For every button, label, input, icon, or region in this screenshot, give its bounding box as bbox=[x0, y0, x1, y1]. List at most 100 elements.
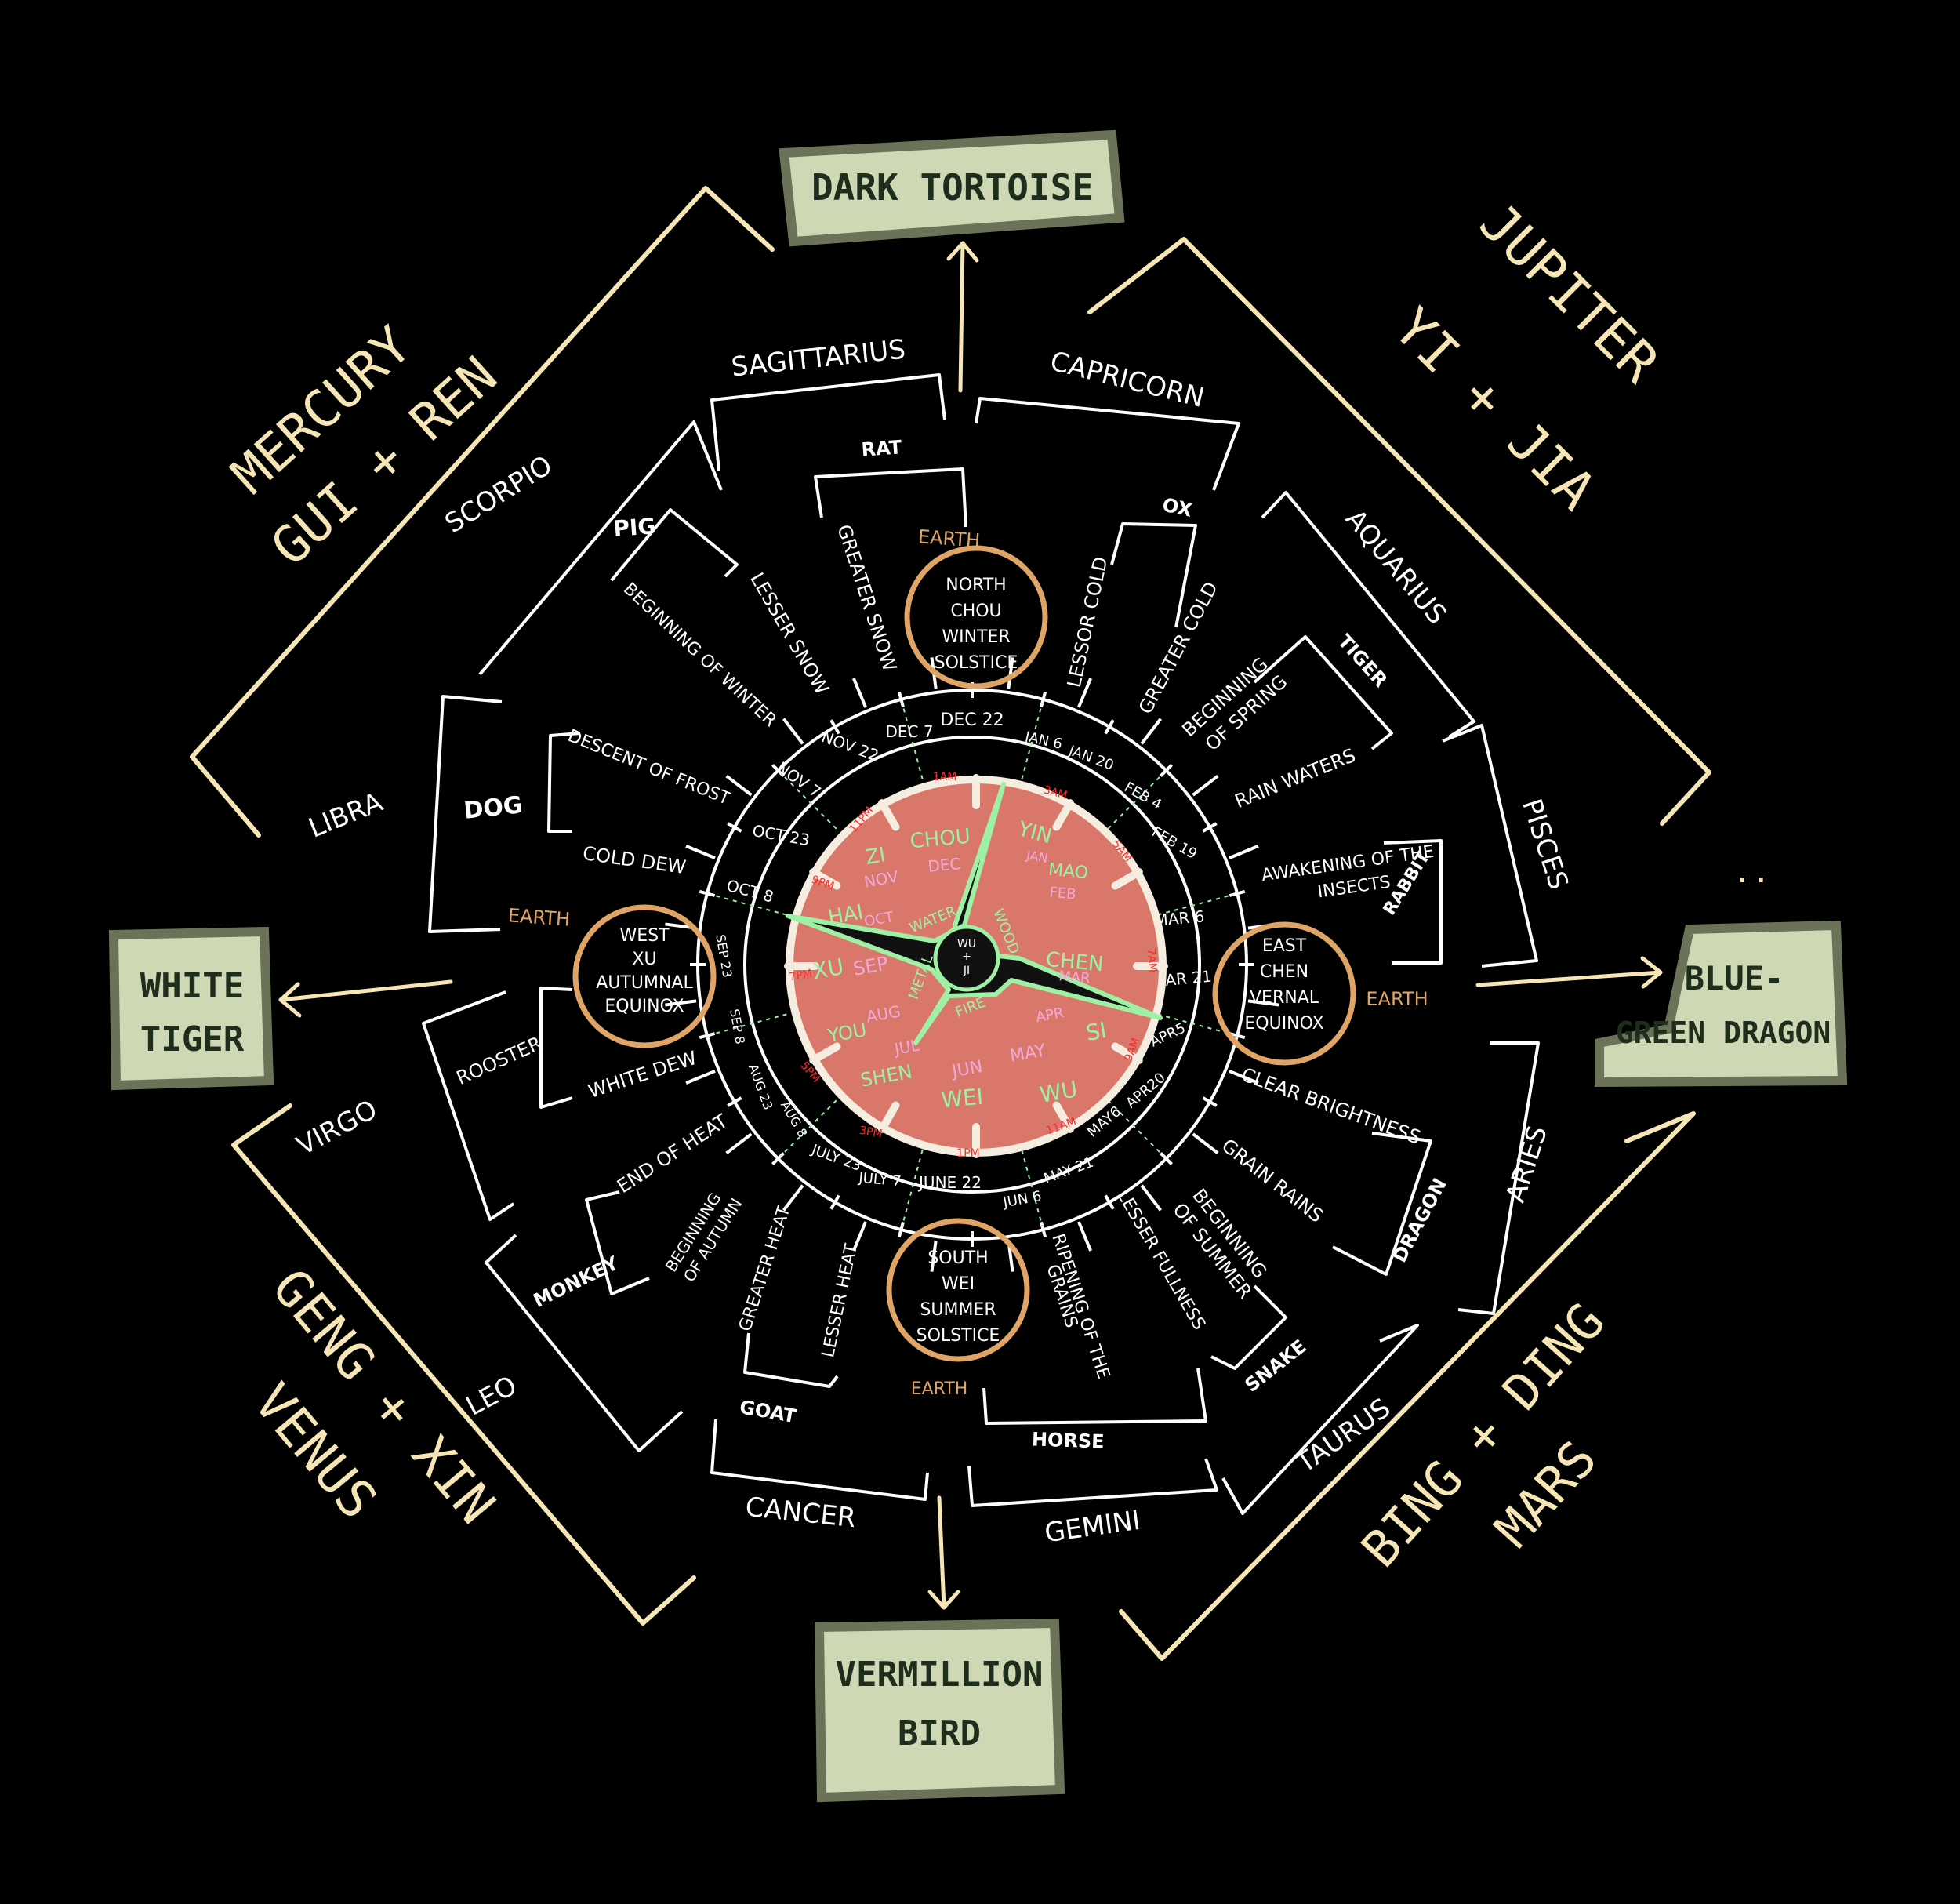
month-mar: MAR bbox=[1058, 968, 1091, 987]
arrow-east bbox=[1475, 956, 1663, 989]
branch-chou: CHOU bbox=[909, 825, 972, 854]
bracket-aries bbox=[1457, 1041, 1540, 1315]
season-west-1: WEST bbox=[619, 926, 670, 946]
ring-tick bbox=[727, 822, 742, 833]
element-center-1: WU bbox=[957, 938, 976, 950]
animal-pig: PIG bbox=[612, 513, 656, 542]
date-dec7: DEC 7 bbox=[885, 722, 933, 741]
ring-tick bbox=[1202, 1096, 1218, 1107]
ring-tick bbox=[829, 719, 840, 735]
animal-rat: RAT bbox=[861, 436, 903, 461]
ring-tick bbox=[1160, 764, 1173, 777]
zodiac-brackets bbox=[422, 373, 1540, 1515]
hour-7pm: 7PM bbox=[788, 968, 813, 984]
radial-spoke bbox=[725, 774, 753, 797]
earth-left: EARTH bbox=[507, 904, 571, 930]
ring-tick bbox=[1040, 1221, 1047, 1238]
octagon-ne bbox=[1087, 237, 1711, 826]
guardian-arrows bbox=[278, 241, 1663, 1610]
ring-tick bbox=[1229, 889, 1246, 897]
guardian-east-label-1: BLUE- bbox=[1685, 959, 1784, 997]
radial-spoke bbox=[1007, 657, 1014, 689]
branch-mao: MAO bbox=[1047, 860, 1089, 883]
guardian-west: WHITE TIGER bbox=[108, 926, 274, 1091]
disc-frame bbox=[1052, 1101, 1074, 1133]
bracket-horse bbox=[982, 1368, 1207, 1425]
guardian-east-label-2: GREEN DRAGON bbox=[1616, 1016, 1831, 1050]
season-east-ring bbox=[1212, 921, 1356, 1066]
branch-si: SI bbox=[1084, 1017, 1109, 1046]
season-west-2: XU bbox=[632, 950, 656, 969]
bracket-dragon bbox=[1332, 1132, 1432, 1276]
radial-spoke bbox=[685, 844, 716, 859]
bracket-libra bbox=[428, 695, 503, 933]
radial-spoke bbox=[1192, 1132, 1219, 1155]
earth-bottom: EARTH bbox=[911, 1379, 968, 1399]
season-east-4: EQUINOX bbox=[1244, 1014, 1323, 1034]
guardian-north: DARK TORTOISE bbox=[779, 129, 1125, 247]
radial-spoke bbox=[1247, 999, 1279, 1007]
animal-dog: DOG bbox=[463, 791, 524, 825]
guardian-west-label-1: WHITE bbox=[140, 966, 244, 1006]
month-jan: JAN bbox=[1025, 848, 1049, 867]
season-east-1: EAST bbox=[1262, 936, 1307, 956]
season-circles bbox=[572, 545, 1356, 1362]
ring-tick bbox=[1040, 691, 1047, 708]
animal-horse: HORSE bbox=[1031, 1428, 1105, 1452]
season-north-3: WINTER bbox=[942, 627, 1010, 647]
month-dec: DEC bbox=[927, 854, 961, 876]
date-dec22: DEC 22 bbox=[940, 710, 1004, 730]
hour-1pm: 1PM bbox=[956, 1147, 979, 1160]
date-ring-inner bbox=[743, 736, 1201, 1194]
disc-frame bbox=[809, 868, 841, 890]
bracket-scorpio bbox=[478, 420, 723, 676]
bracket-aquarius bbox=[1261, 491, 1475, 739]
season-north-ring bbox=[904, 545, 1048, 689]
radial-spoke bbox=[1140, 1184, 1163, 1212]
season-east-2: CHEN bbox=[1260, 962, 1308, 982]
octagon-se bbox=[1119, 1111, 1696, 1661]
earth-top: EARTH bbox=[917, 525, 981, 551]
guardian-south-label-1: VERMILLION bbox=[836, 1655, 1044, 1695]
bracket-dog bbox=[547, 732, 581, 833]
element-center-2: + bbox=[962, 950, 971, 963]
branch-xu: XU bbox=[811, 954, 846, 984]
disc-frame bbox=[809, 1042, 841, 1064]
disc-frame bbox=[1052, 799, 1074, 831]
radial-spoke bbox=[685, 1070, 716, 1085]
bracket-rat bbox=[814, 467, 967, 528]
bracket-monkey bbox=[585, 1190, 650, 1295]
ring-tick bbox=[1104, 1194, 1115, 1210]
branch-wu: WU bbox=[1038, 1076, 1080, 1108]
bracket-snake bbox=[1210, 1284, 1287, 1370]
bracket-tiger bbox=[1253, 635, 1393, 750]
season-south-2: WEI bbox=[942, 1274, 975, 1294]
date-jul7: JULY 7 bbox=[858, 1170, 902, 1190]
ring-tick bbox=[699, 889, 716, 897]
radial-spoke bbox=[1077, 1221, 1093, 1252]
radial-spoke bbox=[930, 1240, 938, 1272]
season-north-4: SOLSTICE bbox=[935, 653, 1018, 673]
arrow-west bbox=[278, 979, 453, 1018]
bracket-rooster bbox=[539, 987, 573, 1109]
ring-tick bbox=[897, 1221, 905, 1238]
bracket-ox bbox=[1110, 522, 1197, 628]
ring-tick bbox=[829, 1194, 840, 1210]
disc-frame bbox=[1111, 1042, 1143, 1064]
radial-spoke bbox=[782, 1184, 804, 1212]
disc-frame bbox=[1111, 868, 1143, 890]
earth-right: EARTH bbox=[1366, 988, 1428, 1010]
ring-tick bbox=[1104, 719, 1115, 735]
season-east-3: VERNAL bbox=[1250, 988, 1319, 1008]
season-north-1: NORTH bbox=[946, 576, 1006, 595]
month-feb: FEB bbox=[1049, 885, 1077, 903]
season-south-1: SOUTH bbox=[927, 1248, 988, 1268]
central-disc: WATER WOOD FIRE METAL WU + JI bbox=[784, 774, 1168, 1158]
season-west-ring bbox=[572, 904, 717, 1048]
octagon-sw bbox=[231, 1103, 696, 1626]
radial-spoke bbox=[1140, 718, 1163, 745]
guardian-east: BLUE- GREEN DRAGON bbox=[1595, 920, 1848, 1088]
bracket-virgo bbox=[422, 990, 515, 1221]
season-west-4: EQUINOX bbox=[604, 997, 684, 1016]
animal-brackets bbox=[539, 467, 1443, 1425]
